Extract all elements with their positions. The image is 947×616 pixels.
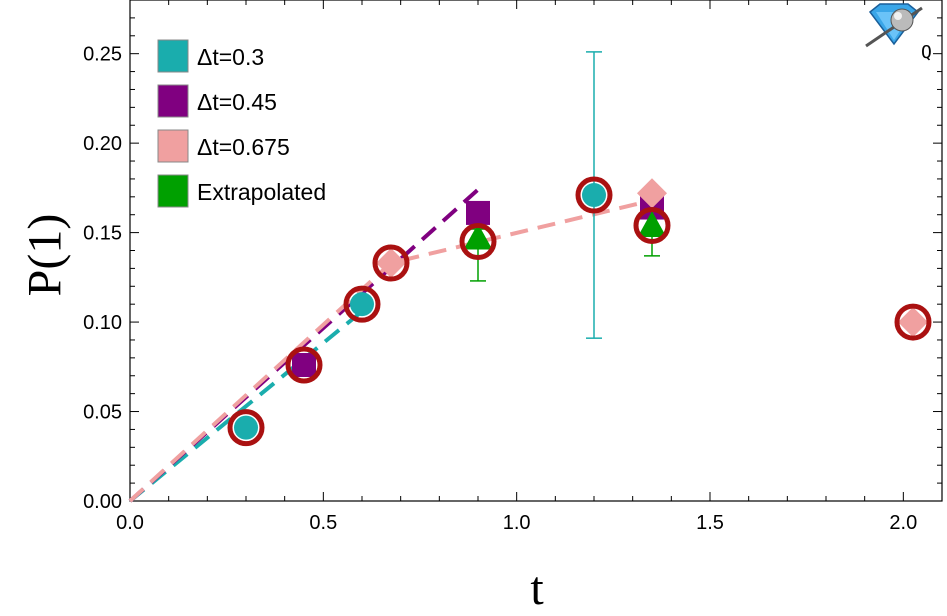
data-point-diamond — [637, 178, 667, 209]
y-tick-label: 0.15 — [83, 223, 122, 245]
highlight-ring — [575, 176, 613, 214]
y-axis-title: P(1) — [19, 214, 72, 297]
logo-letter: Q — [921, 42, 932, 63]
legend-swatch — [157, 39, 189, 73]
legend-label: Δt=0.45 — [197, 89, 277, 115]
legend-swatch — [157, 174, 189, 208]
y-tick-label: 0.10 — [83, 312, 122, 334]
data-point-square — [466, 200, 490, 225]
x-tick-label: 0.0 — [116, 512, 144, 534]
x-tick-label: 1.0 — [503, 512, 531, 534]
data-point-circle — [582, 183, 606, 208]
axis-ticks: 0.0 0.5 1.0 1.5 2.0 0.00 0.05 0.10 0.15 0.20 0.25 — [83, 0, 942, 534]
legend-label: Extrapolated — [197, 179, 326, 205]
data-point-square — [292, 353, 316, 378]
highlight-ring — [633, 206, 671, 244]
highlight-ring — [894, 303, 932, 341]
legend-swatch — [157, 84, 189, 118]
highlight-ring — [227, 409, 265, 447]
fit-line — [128, 309, 364, 503]
legend-label: Δt=0.3 — [197, 44, 264, 70]
x-tick-label: 0.5 — [309, 512, 337, 534]
y-tick-label: 0.25 — [83, 44, 122, 66]
logo: Q — [865, 3, 932, 63]
y-tick-label: 0.20 — [83, 133, 122, 155]
fit-lines — [128, 188, 653, 503]
data-point-diamond — [376, 248, 406, 279]
highlight-ring — [372, 244, 410, 282]
x-tick-label: 1.5 — [696, 512, 724, 534]
y-tick-label: 0.05 — [83, 402, 122, 424]
x-axis-title: t — [530, 562, 544, 615]
data-point-diamond — [898, 307, 928, 338]
data-point-circle — [350, 292, 374, 317]
legend-swatch — [157, 129, 189, 163]
data-point-circle — [234, 415, 258, 440]
data-point-triangle — [463, 223, 493, 250]
highlight-ring — [343, 285, 381, 323]
highlight-ring — [459, 223, 497, 261]
highlight-rings — [227, 176, 932, 447]
fit-line — [128, 188, 480, 503]
sphere-icon — [890, 8, 914, 32]
x-tick-label: 2.0 — [889, 512, 917, 534]
y-tick-label: 0.00 — [83, 491, 122, 513]
legend-label: Δt=0.675 — [197, 134, 290, 160]
data-point-triangle — [637, 211, 667, 237]
error-bars — [470, 51, 660, 339]
highlight-ring — [285, 346, 323, 384]
data-markers — [234, 178, 928, 440]
